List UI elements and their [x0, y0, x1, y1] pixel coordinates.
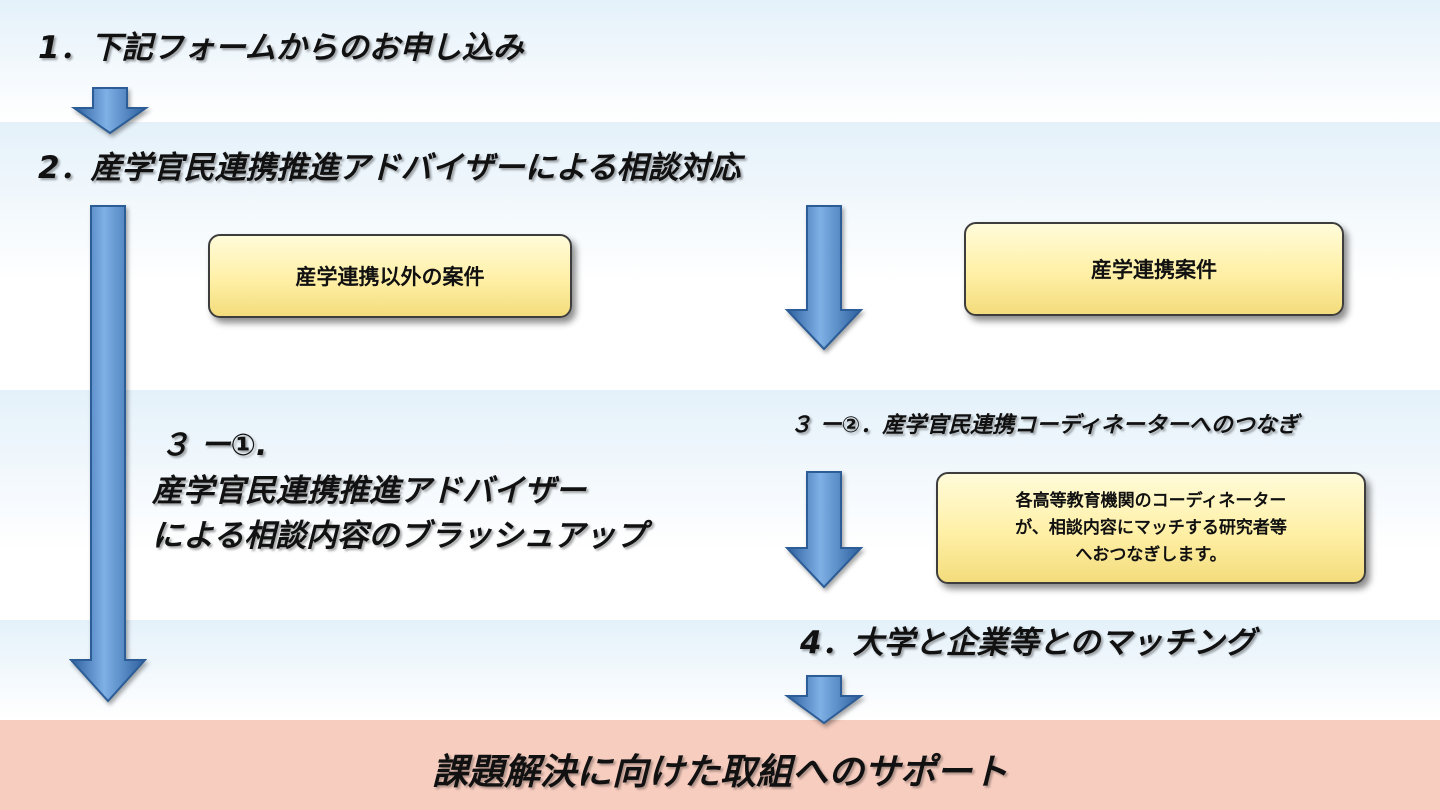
- step-4-heading: 4．大学と企業等とのマッチング: [800, 625, 1256, 661]
- arrow-left-long: [68, 205, 148, 703]
- non-industry-case-box: 産学連携以外の案件: [208, 234, 572, 318]
- band-step-1: [0, 0, 1440, 122]
- arrow-to-step3b: [784, 205, 864, 351]
- arrow-to-step4: [784, 471, 864, 589]
- band-step-4: [0, 620, 1440, 720]
- industry-case-label: 産学連携案件: [1091, 258, 1217, 282]
- step-3b-heading: ３ ー②．産学官民連携コーディネーターへのつなぎ: [790, 413, 1299, 438]
- goal-band: [0, 720, 1440, 810]
- coordinator-line-1: 各高等教育機関のコーディネーター: [1015, 490, 1287, 511]
- step-3a-heading-line2: による相談内容のブラッシュアップ: [152, 518, 647, 554]
- coordinator-text: 各高等教育機関のコーディネーター が、相談内容にマッチする研究者等 へおつなぎし…: [1015, 488, 1287, 569]
- coordinator-line-3: へおつなぎします。: [1075, 544, 1227, 565]
- non-industry-case-label: 産学連携以外の案件: [295, 265, 485, 289]
- step-3a-number: ３ ー①.: [160, 428, 268, 463]
- coordinator-line-2: が、相談内容にマッチする研究者等: [1015, 517, 1287, 538]
- arrow-to-goal: [784, 675, 864, 725]
- step-2-heading: 2．産学官民連携推進アドバイザーによる相談対応: [38, 150, 741, 186]
- industry-case-box: 産学連携案件: [964, 222, 1344, 316]
- step-3a-heading-line1: 産学官民連携推進アドバイザー: [152, 473, 586, 509]
- step-1-heading: 1．下記フォームからのお申し込み: [38, 30, 524, 66]
- goal-heading: 課題解決に向けた取組へのサポート: [431, 752, 1008, 793]
- arrow-step1-to-step2: [70, 87, 150, 135]
- coordinator-box: 各高等教育機関のコーディネーター が、相談内容にマッチする研究者等 へおつなぎし…: [936, 472, 1366, 584]
